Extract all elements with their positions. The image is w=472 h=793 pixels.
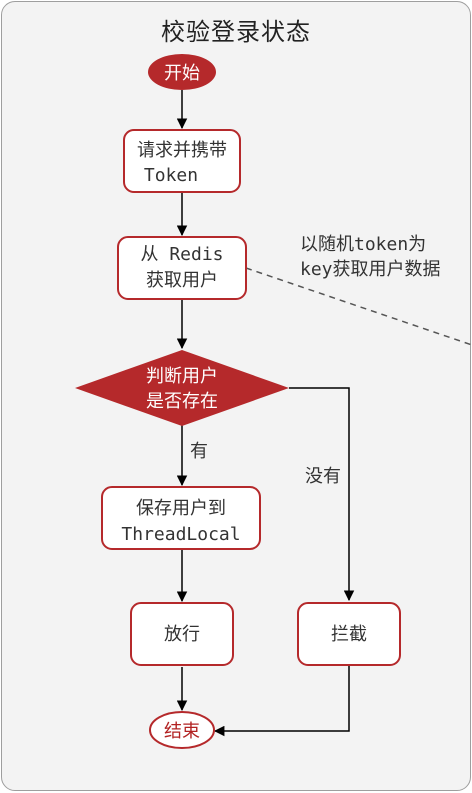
start-node: [148, 54, 216, 90]
allow-label: 放行: [164, 624, 200, 645]
decision-label-line2: 是否存在: [146, 391, 218, 412]
note-line2: key获取用户数据: [300, 259, 441, 280]
diagram-title: 校验登录状态: [161, 18, 311, 46]
no-edge-label: 没有: [305, 466, 341, 487]
note-line1: 以随机token为: [300, 234, 426, 255]
redis-fetch-label-line2: 获取用户: [146, 270, 218, 291]
allow-node: [130, 602, 234, 666]
edge-check-to-block: [289, 387, 355, 602]
end-node: [149, 711, 215, 749]
note-connector: [245, 267, 472, 346]
decision-label-line1: 判断用户: [146, 366, 218, 387]
request-token-node: [123, 129, 241, 193]
yes-edge-label: 有: [190, 441, 208, 462]
request-token-label-line1: 请求并携带: [137, 140, 227, 161]
request-token-label-line2: Token: [144, 165, 198, 186]
save-threadlocal-node: [101, 486, 261, 550]
save-threadlocal-label-line1: 保存用户到: [136, 498, 226, 519]
redis-fetch-label-line1: 从 Redis: [140, 244, 223, 265]
save-threadlocal-label-line2: ThreadLocal: [121, 524, 240, 545]
block-node: [297, 602, 401, 666]
block-label: 拦截: [331, 624, 367, 645]
end-label: 结束: [164, 721, 200, 742]
edge-block-to-end: [213, 666, 350, 737]
start-label: 开始: [164, 63, 200, 84]
redis-fetch-node: [117, 236, 247, 300]
user-exists-decision: [75, 350, 289, 426]
